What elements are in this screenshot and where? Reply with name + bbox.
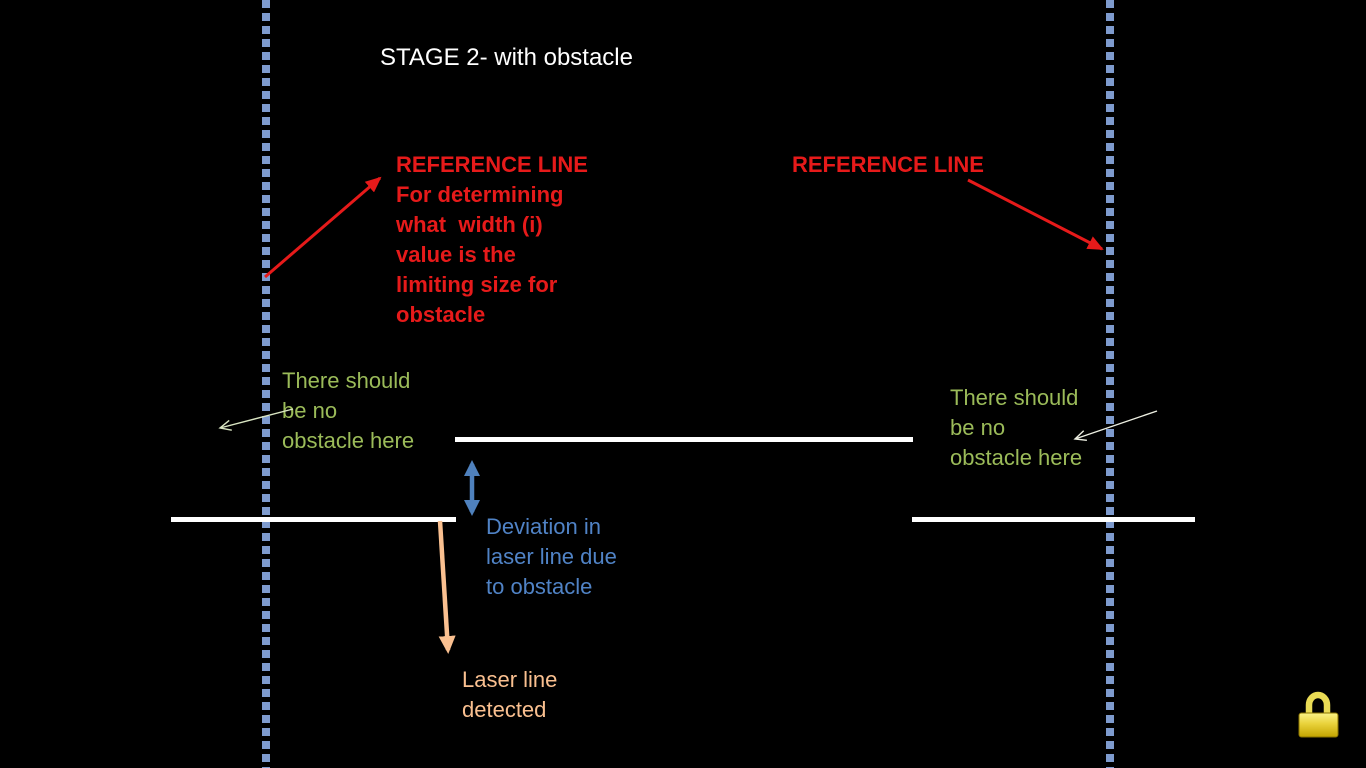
laser-line-right-segment (912, 517, 1195, 522)
red-arrow-left (264, 176, 382, 279)
reference-line-right-dotted (1106, 0, 1114, 768)
pale-arrow-right (1073, 410, 1158, 441)
padlock-body-icon (1298, 712, 1339, 738)
deviation-note: Deviation in laser line due to obstacle (486, 514, 617, 599)
reference-line-left-dotted (262, 0, 270, 768)
reference-line-note-left: REFERENCE LINE For determining what widt… (396, 152, 588, 327)
laser-detected-arrow (437, 520, 456, 654)
padlock-icon (1298, 691, 1339, 738)
laser-line-middle-segment (455, 437, 913, 442)
no-obstacle-note-right: There should be no obstacle here (950, 385, 1083, 470)
laser-detected-note: Laser line detected (462, 667, 558, 722)
reference-line-note-right: REFERENCE LINE (792, 152, 984, 177)
padlock-shackle-icon (1305, 691, 1331, 714)
no-obstacle-note-left: There should be no obstacle here (282, 368, 415, 453)
red-arrow-right (967, 178, 1104, 251)
laser-line-left-segment (171, 517, 456, 522)
slide-title: STAGE 2- with obstacle (380, 44, 633, 71)
